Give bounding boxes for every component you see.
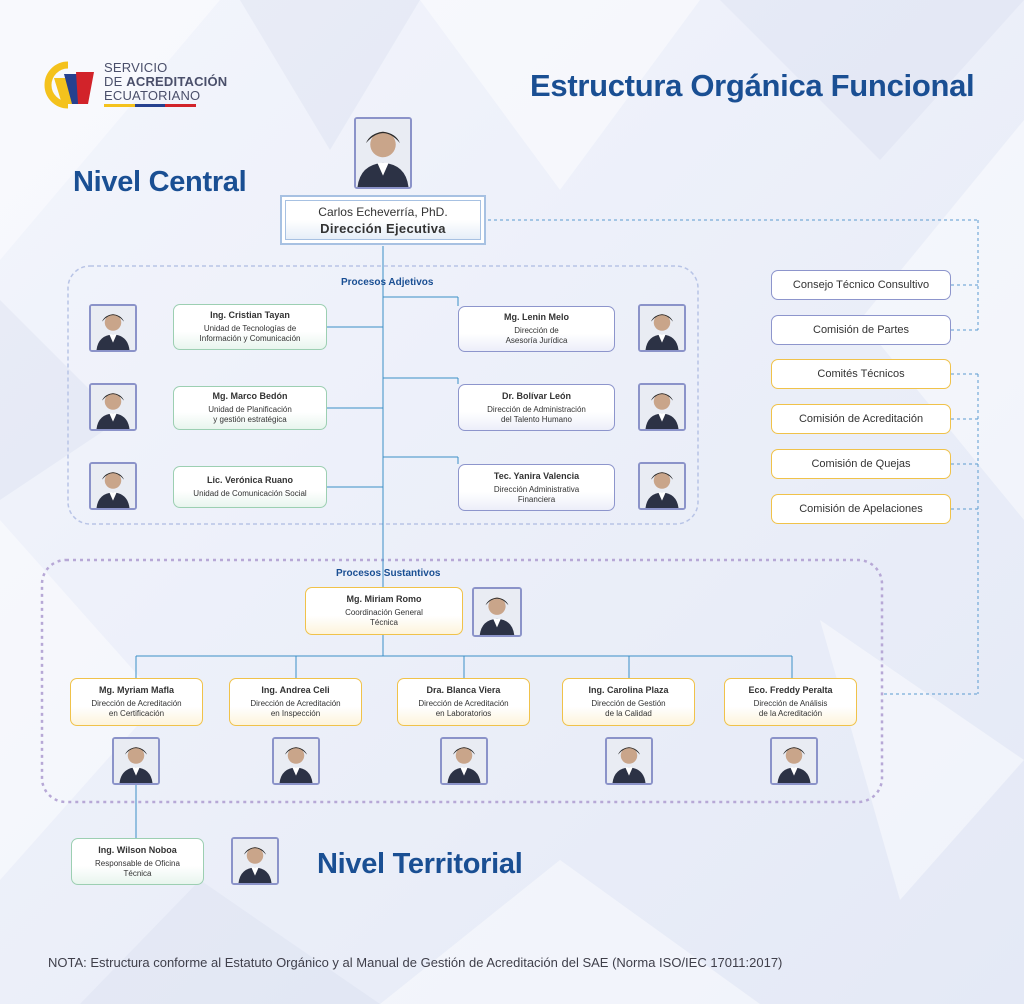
bedon-photo <box>89 383 137 431</box>
comites-tecnicos-box: Comités Técnicos <box>771 359 951 389</box>
brand-line-2: DE ACREDITACIÓN <box>104 75 227 89</box>
brand-flag-bar <box>104 104 197 107</box>
org-role: Unidad de Planificación y gestión estrat… <box>208 405 292 424</box>
org-name: Mg. Marco Bedón <box>212 391 288 401</box>
org-name: Mg. Myriam Mafla <box>98 685 174 695</box>
org-box-mafla: Mg. Myriam Mafla Dirección de Acreditaci… <box>70 678 203 726</box>
comision-quejas-box: Comisión de Quejas <box>771 449 951 479</box>
ruano-photo <box>89 462 137 510</box>
org-role: Unidad de Comunicación Social <box>193 489 307 498</box>
comision-partes-box: Comisión de Partes <box>771 315 951 345</box>
org-role: Unidad de Tecnologías de Información y C… <box>199 324 301 343</box>
org-box-bedon: Mg. Marco Bedón Unidad de Planificación … <box>173 386 327 430</box>
celi-photo <box>272 737 320 785</box>
org-box-romo: Mg. Miriam Romo Coordinación General Téc… <box>305 587 463 635</box>
org-name: Ing. Cristian Tayan <box>210 310 290 320</box>
org-box-noboa: Ing. Wilson Noboa Responsable de Oficina… <box>71 838 204 885</box>
org-box-peralta: Eco. Freddy Peralta Dirección de Análisi… <box>724 678 857 726</box>
director-box: Carlos Echeverría, PhD. Dirección Ejecut… <box>280 195 486 245</box>
org-role: Dirección de Acreditación en Inspección <box>250 699 341 718</box>
org-name: Mg. Lenin Melo <box>504 312 569 322</box>
org-role: Coordinación General Técnica <box>345 608 423 627</box>
org-name: Eco. Freddy Peralta <box>748 685 833 695</box>
org-box-leon: Dr. Bolívar León Dirección de Administra… <box>458 384 615 431</box>
org-name: Dr. Bolívar León <box>501 390 572 401</box>
brand-line-3: ECUATORIANO <box>104 88 201 103</box>
org-role: Dirección de Análisis de la Acreditación <box>753 699 828 718</box>
org-box-plaza: Ing. Carolina Plaza Dirección de Gestión… <box>562 678 695 726</box>
footnote: NOTA: Estructura conforme al Estatuto Or… <box>48 955 783 970</box>
valencia-photo <box>638 462 686 510</box>
nivel-territorial-heading: Nivel Territorial <box>317 848 523 880</box>
org-role: Dirección de Asesoría Jurídica <box>505 326 568 345</box>
org-box-viera: Dra. Blanca Viera Dirección de Acreditac… <box>397 678 530 726</box>
comision-acreditacion-box: Comisión de Acreditación <box>771 404 951 434</box>
brand-name: SERVICIO DE ACREDITACIÓN ECUATORIANO <box>104 61 227 103</box>
sae-logo-icon <box>44 61 94 109</box>
org-role: Dirección de Gestión de la Calidad <box>591 699 666 718</box>
plaza-photo <box>605 737 653 785</box>
tayan-photo <box>89 304 137 352</box>
org-role: Dirección de Acreditación en Laboratorio… <box>418 699 509 718</box>
consejo-tecnico-box: Consejo Técnico Consultivo <box>771 270 951 300</box>
org-role: Dirección de Administración del Talento … <box>487 404 586 424</box>
org-name: Dra. Blanca Viera <box>426 685 501 695</box>
procesos-adjetivos-label: Procesos Adjetivos <box>341 277 434 288</box>
org-name: Ing. Carolina Plaza <box>588 685 669 695</box>
leon-photo <box>638 383 686 431</box>
nivel-central-heading: Nivel Central <box>73 166 247 198</box>
org-name: Tec. Yanira Valencia <box>493 470 580 481</box>
org-box-ruano: Lic. Verónica Ruano Unidad de Comunicaci… <box>173 466 327 508</box>
brand-line-1: SERVICIO <box>104 60 168 75</box>
org-box-melo: Mg. Lenin Melo Dirección de Asesoría Jur… <box>458 306 615 352</box>
org-role: Dirección de Acreditación en Certificaci… <box>91 699 182 718</box>
org-name: Ing. Wilson Noboa <box>98 844 177 855</box>
page-title: Estructura Orgánica Funcional <box>530 68 975 103</box>
noboa-photo <box>231 837 279 885</box>
director-photo <box>354 117 412 189</box>
org-name: Mg. Miriam Romo <box>346 594 422 604</box>
org-box-celi: Ing. Andrea Celi Dirección de Acreditaci… <box>229 678 362 726</box>
mafla-photo <box>112 737 160 785</box>
procesos-sustantivos-label: Procesos Sustantivos <box>336 568 441 579</box>
romo-photo <box>472 587 522 637</box>
org-box-tayan: Ing. Cristian Tayan Unidad de Tecnología… <box>173 304 327 350</box>
brand-line-2-prefix: DE <box>104 74 127 89</box>
director-name: Carlos Echeverría, PhD. <box>318 204 448 219</box>
org-name: Lic. Verónica Ruano <box>206 475 294 485</box>
org-role: Dirección Administrativa Financiera <box>493 484 580 504</box>
viera-photo <box>440 737 488 785</box>
org-name: Ing. Andrea Celi <box>261 685 330 695</box>
comision-apelaciones-box: Comisión de Apelaciones <box>771 494 951 524</box>
peralta-photo <box>770 737 818 785</box>
brand-line-2-bold: ACREDITACIÓN <box>126 74 228 89</box>
org-role: Responsable de Oficina Técnica <box>95 858 180 878</box>
melo-photo <box>638 304 686 352</box>
director-role: Dirección Ejecutiva <box>320 220 446 236</box>
org-box-valencia: Tec. Yanira Valencia Dirección Administr… <box>458 464 615 511</box>
